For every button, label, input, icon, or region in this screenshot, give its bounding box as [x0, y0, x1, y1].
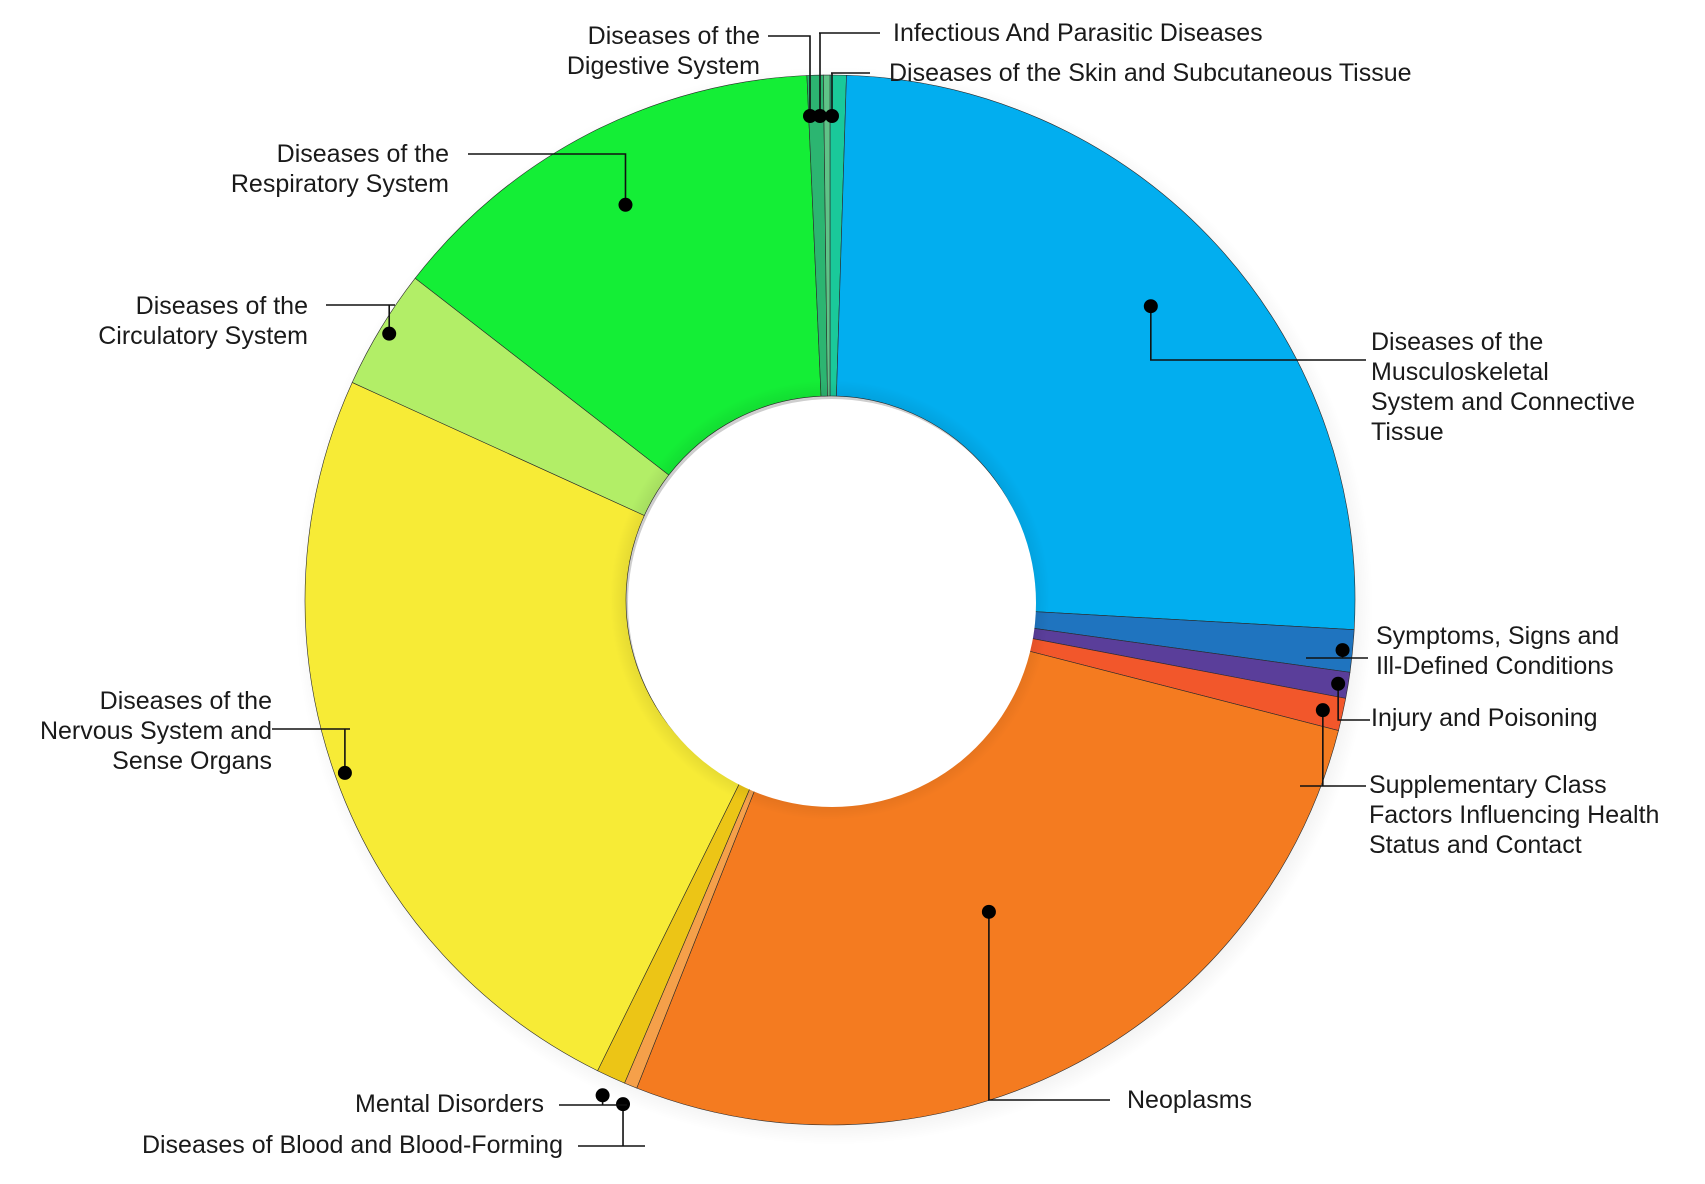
hole-center [628, 399, 1036, 807]
slice-label-line: Mental Disorders [355, 1090, 544, 1118]
slice-label-6: Diseases of Blood and Blood-Forming [142, 1131, 563, 1159]
leader-dot-8 [337, 765, 352, 780]
slice-label-0: Diseases of the Skin and Subcutaneous Ti… [889, 59, 1412, 87]
slice-label-5: Neoplasms [1127, 1086, 1252, 1114]
leader-line-10 [468, 153, 627, 205]
leader-line-0 [831, 72, 870, 116]
slice-label-line: System and Connective [1371, 388, 1635, 416]
slice-label-line: Diseases of the [277, 140, 449, 168]
leader-line-9 [326, 304, 395, 334]
slice-labels: Diseases of the Skin and Subcutaneous Ti… [40, 19, 1659, 1159]
slice-label-line: Symptoms, Signs and [1376, 622, 1619, 650]
slice-label-line: Injury and Poisoning [1371, 704, 1598, 732]
slice-label-line: Musculoskeletal [1371, 358, 1549, 386]
slice-label-line: Diseases of the [588, 22, 760, 50]
slice-label-line: Status and Contact [1369, 831, 1582, 859]
leader-line-4 [1300, 710, 1366, 787]
leader-line-3 [1337, 683, 1370, 721]
slice-label-line: Supplementary Class [1369, 771, 1607, 799]
slice-label-line: Ill-Defined Conditions [1376, 652, 1614, 680]
slice-label-line: Diseases of the [136, 292, 308, 320]
slice-label-line: Diseases of the [1371, 328, 1543, 356]
leader-line-11 [768, 35, 811, 116]
slice-label-12: Infectious And Parasitic Diseases [893, 19, 1263, 47]
slice-label-line: Nervous System and [40, 717, 272, 745]
leader-line-8 [272, 728, 350, 773]
leader-line-5 [988, 911, 1110, 1101]
leader-line-1 [1150, 306, 1366, 361]
leader-dot-6 [616, 1097, 631, 1112]
slice-label-7: Mental Disorders [355, 1090, 544, 1118]
leader-dot-9 [382, 326, 397, 341]
slice-label-line: Neoplasms [1127, 1086, 1252, 1114]
leader-dot-1 [1143, 299, 1158, 314]
leader-dot-2 [1335, 643, 1350, 658]
slice-label-line: Tissue [1371, 418, 1444, 446]
leader-line-6 [578, 1104, 645, 1147]
leader-dot-11 [803, 109, 817, 123]
leader-dot-5 [981, 904, 996, 919]
slice-label-line: Factors Influencing Health [1369, 801, 1659, 829]
slice-label-line: Sense Organs [112, 747, 272, 775]
slice-label-line: Diseases of Blood and Blood-Forming [142, 1131, 563, 1159]
donut-hole [610, 380, 1050, 820]
slice-label-line: Infectious And Parasitic Diseases [893, 19, 1263, 47]
leader-dot-7 [595, 1088, 610, 1103]
slice-label-line: Diseases of the [100, 687, 272, 715]
slice-label-line: Respiratory System [231, 170, 449, 198]
leader-dot-12 [813, 109, 827, 123]
slice-label-line: Diseases of the Skin and Subcutaneous Ti… [889, 59, 1412, 87]
leader-line-12 [819, 32, 880, 116]
leader-dot-10 [618, 197, 633, 212]
slice-label-3: Injury and Poisoning [1371, 704, 1598, 732]
slice-label-line: Circulatory System [98, 322, 308, 350]
leader-dot-3 [1331, 676, 1346, 691]
leader-dot-4 [1315, 703, 1330, 718]
leader-dot-0 [825, 109, 839, 123]
donut-slices [304, 74, 1356, 1126]
slice-label-line: Digestive System [567, 52, 760, 80]
